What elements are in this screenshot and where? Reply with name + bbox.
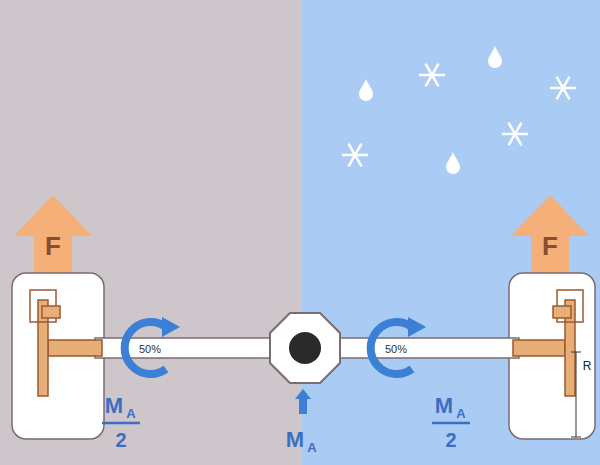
differential-gear [289, 332, 321, 364]
input-arrow [295, 389, 311, 414]
torque-symbol: M [105, 395, 123, 417]
torque-divisor: 2 [445, 430, 456, 450]
torque-share: 50% [385, 344, 407, 355]
torque-divisor: 2 [115, 430, 126, 450]
force-label: F [45, 233, 61, 259]
radius-dimension [571, 352, 581, 437]
fraction-bar [432, 422, 470, 425]
torque-subscript: A [456, 407, 465, 420]
force-arrow [511, 195, 589, 276]
differential-housing [270, 313, 340, 383]
radius-label: R [583, 360, 592, 372]
wheel-hub [513, 290, 583, 396]
wheel [12, 273, 104, 439]
force-label: F [542, 233, 558, 259]
torque-arrow [125, 317, 180, 374]
torque-symbol: M [435, 395, 453, 417]
torque-share: 50% [139, 344, 161, 355]
fraction-bar [102, 422, 140, 425]
force-arrow [14, 195, 92, 276]
wheel [509, 273, 595, 439]
torque-subscript: A [307, 441, 316, 454]
wheel-hub [30, 290, 102, 396]
torque-symbol: M [286, 429, 304, 451]
snowflakes [342, 46, 576, 174]
snow-ground [302, 0, 600, 465]
torque-arrow [371, 317, 426, 374]
torque-subscript: A [126, 407, 135, 420]
dry-ground [0, 0, 302, 465]
